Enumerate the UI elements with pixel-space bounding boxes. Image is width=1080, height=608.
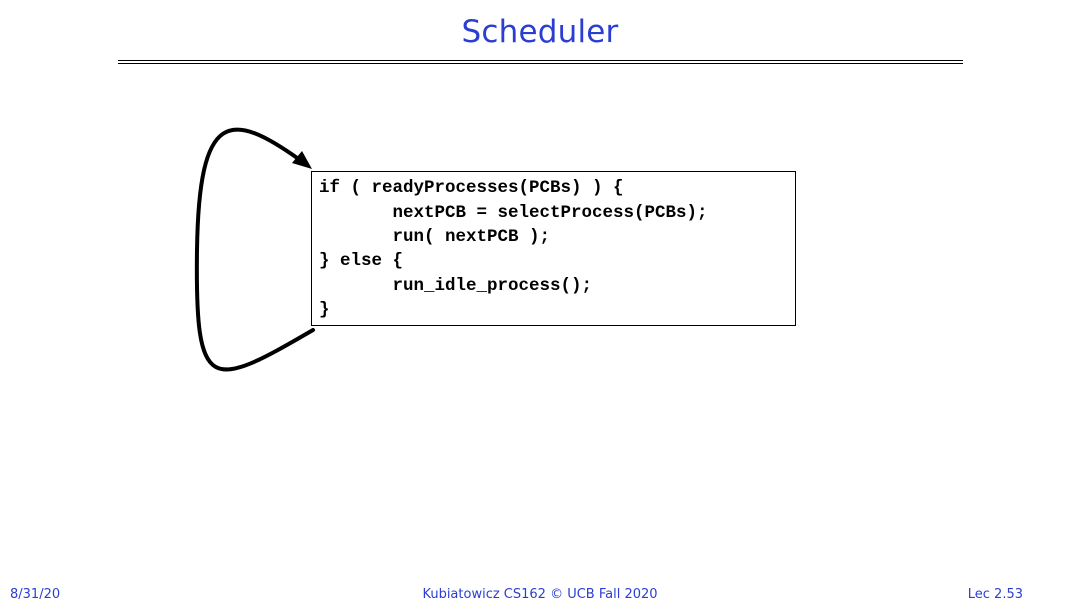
footer-course: Kubiatowicz CS162 © UCB Fall 2020 <box>422 587 658 602</box>
slide-title: Scheduler <box>461 14 619 50</box>
title-divider-bottom <box>118 62 963 64</box>
footer-date: 8/31/20 <box>10 587 61 602</box>
title-divider-top <box>118 60 963 61</box>
code-line-2: nextPCB = selectProcess(PCBs); <box>319 203 708 223</box>
code-line-3: run( nextPCB ); <box>319 227 551 247</box>
code-line-5: run_idle_process(); <box>319 276 593 296</box>
footer-lecture-number: Lec 2.53 <box>967 587 1023 602</box>
arrow-head-icon <box>292 151 312 169</box>
code-line-1: if ( readyProcesses(PCBs) ) { <box>319 178 624 198</box>
code-line-6: } <box>319 300 330 320</box>
code-line-4: } else { <box>319 251 404 271</box>
code-block: if ( readyProcesses(PCBs) ) { nextPCB = … <box>311 171 796 326</box>
